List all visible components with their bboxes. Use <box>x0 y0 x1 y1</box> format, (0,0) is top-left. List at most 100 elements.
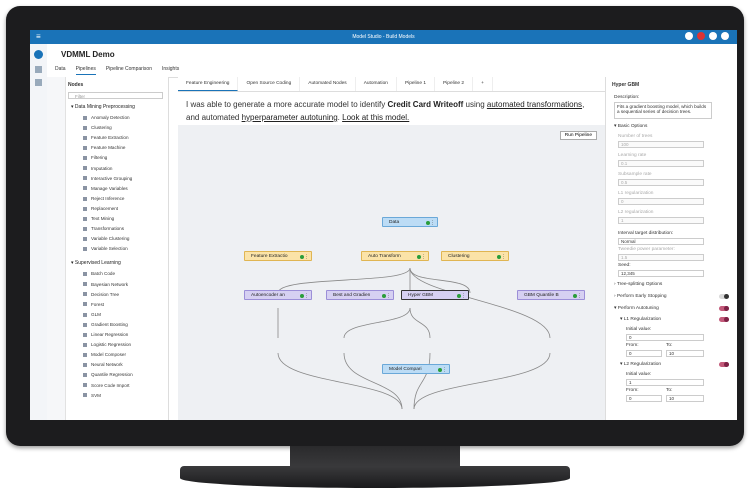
node-list-item[interactable]: Batch Code <box>83 271 115 276</box>
node-list-item[interactable]: Filtering <box>83 155 107 160</box>
menu-icon[interactable]: ≡ <box>36 32 41 41</box>
node-list-item[interactable]: SVM <box>83 393 101 398</box>
pipeline-node-best-and-gradient[interactable]: Best and Gradien⋮ <box>326 290 394 300</box>
annotation-link[interactable]: automated transformations <box>486 100 583 109</box>
add-tab-button[interactable]: + <box>473 77 493 91</box>
node-list-item[interactable]: Text Mining <box>83 216 114 221</box>
node-list-item[interactable]: Gradient Boosting <box>83 322 128 327</box>
node-list-item[interactable]: Bayesian Network <box>83 282 128 287</box>
autotuning-toggle[interactable] <box>719 306 729 311</box>
l1-to-field[interactable]: 10 <box>666 350 704 357</box>
tab-pipelines[interactable]: Pipelines <box>75 66 96 75</box>
node-list-item[interactable]: Replacement <box>83 206 118 211</box>
annotation-link[interactable]: Look at this model. <box>342 113 410 122</box>
tab-automation[interactable]: Automation <box>356 77 397 91</box>
node-list-item[interactable]: Feature Machine <box>83 145 125 150</box>
autotuning-header[interactable]: ▾ Perform Autotuning <box>614 306 659 311</box>
basic-options-header[interactable]: ▾ Basic Options <box>614 124 648 129</box>
node-list-item-label: Variable Clustering <box>91 236 130 242</box>
settings-icon[interactable] <box>721 32 729 40</box>
nodes-search-input[interactable]: Filter <box>68 92 163 99</box>
node-menu-icon[interactable]: ⋮ <box>430 220 435 226</box>
node-list-item[interactable]: Variable Selection <box>83 246 128 251</box>
tab-open-source-coding[interactable]: Open Source Coding <box>238 77 301 91</box>
tab-automated-nodes[interactable]: Automated Nodes <box>300 77 356 91</box>
node-list-item[interactable]: Imputation <box>83 166 112 171</box>
node-menu-icon[interactable]: ⋮ <box>421 254 426 260</box>
pipeline-canvas[interactable]: Run Pipeline <box>178 125 605 420</box>
node-list-item[interactable]: Transformations <box>83 226 124 231</box>
node-list-item[interactable]: Score Code Import <box>83 383 130 388</box>
pipeline-node-gbm-quantile[interactable]: GBM Quantile B⋮ <box>517 290 585 300</box>
l1-regularization-label[interactable]: ▾ L1 Regularization <box>620 317 662 322</box>
pipeline-node-model-comparison[interactable]: Model Compari⋮ <box>382 364 450 374</box>
l2-to-field[interactable]: 10 <box>666 395 704 402</box>
tweedie-field[interactable]: 1.5 <box>618 254 704 261</box>
tab-pipeline-1[interactable]: Pipeline 1 <box>397 77 436 91</box>
node-list-item[interactable]: Logistic Regression <box>83 342 131 347</box>
node-list-item[interactable]: Neural Network <box>83 362 123 367</box>
property-field[interactable]: 1 <box>618 217 704 224</box>
node-group-header[interactable]: ▾ Supervised Learning <box>71 260 121 267</box>
node-list-item[interactable]: Decision Tree <box>83 292 119 297</box>
l2-initial-field[interactable]: 1 <box>626 379 704 386</box>
property-field[interactable]: 100 <box>618 141 704 148</box>
node-menu-icon[interactable]: ⋮ <box>501 254 506 260</box>
property-field[interactable]: 0.5 <box>618 179 704 186</box>
pipeline-node-hyper-gbm[interactable]: Hyper GBM⋮ <box>401 290 469 300</box>
data-icon[interactable] <box>35 66 42 73</box>
interval-target-select[interactable]: Normal <box>618 238 704 245</box>
seed-field[interactable]: 12,345 <box>618 270 704 277</box>
l2-from-field[interactable]: 0 <box>626 395 662 402</box>
tab-pipeline-2[interactable]: Pipeline 2 <box>435 77 474 91</box>
property-field[interactable]: 0 <box>618 198 704 205</box>
early-stopping-toggle[interactable] <box>719 294 729 299</box>
pipeline-node-clustering[interactable]: Clustering⋮ <box>441 251 509 261</box>
pipeline-node-autoencoder[interactable]: Autoencoder an⋮ <box>244 290 312 300</box>
node-list-item-label: Logistic Regression <box>91 342 132 348</box>
node-menu-icon[interactable]: ⋮ <box>461 293 466 299</box>
early-stopping-header[interactable]: › Perform Early Stopping <box>614 294 667 299</box>
user-icon[interactable] <box>709 32 717 40</box>
node-list-item[interactable]: Interactive Grouping <box>83 176 132 181</box>
node-menu-icon[interactable]: ⋮ <box>386 293 391 299</box>
pipeline-node-data[interactable]: Data⋮ <box>382 217 438 227</box>
pipeline-node-feature-extraction[interactable]: Feature Extractio ⋮ <box>244 251 312 261</box>
node-list-item[interactable]: Variable Clustering <box>83 236 129 241</box>
l2-regularization-label[interactable]: ▾ L2 Regularization <box>620 362 662 367</box>
project-icon[interactable] <box>34 50 43 59</box>
node-list-item[interactable]: Feature Extraction <box>83 135 129 140</box>
l1-regularization-toggle[interactable] <box>719 317 729 322</box>
description-textarea[interactable]: Fits a gradient boosting model, which bu… <box>614 102 712 119</box>
node-list-item[interactable]: GLM <box>83 312 101 317</box>
tab-pipeline-comparison[interactable]: Pipeline Comparison <box>105 66 152 72</box>
node-group-header[interactable]: ▾ Data Mining Preprocessing <box>71 104 135 110</box>
node-list-item[interactable]: Anomaly Detection <box>83 115 130 120</box>
node-list-item[interactable]: Clustering <box>83 125 112 130</box>
notification-icon[interactable] <box>697 32 705 40</box>
tab-insights[interactable]: Insights <box>162 66 180 72</box>
node-list-item[interactable]: Forest <box>83 302 104 307</box>
annotation-link[interactable]: hyperparameter autotuning <box>241 113 338 122</box>
node-menu-icon[interactable]: ⋮ <box>442 367 447 373</box>
pipeline-icon[interactable] <box>35 79 42 86</box>
node-list-item[interactable]: Manage Variables <box>83 186 128 191</box>
l2-regularization-toggle[interactable] <box>719 362 729 367</box>
tree-splitting-header[interactable]: › Tree-splitting Options <box>614 282 663 287</box>
run-pipeline-button[interactable]: Run Pipeline <box>559 131 597 140</box>
pipeline-node-auto-transform[interactable]: Auto Transform⋮ <box>361 251 429 261</box>
tab-data[interactable]: Data <box>55 66 66 72</box>
node-menu-icon[interactable]: ⋮ <box>304 293 309 299</box>
node-menu-icon[interactable]: ⋮ <box>577 293 582 299</box>
node-list-item[interactable]: Model Composer <box>83 352 126 357</box>
node-list-item[interactable]: Linear Regression <box>83 332 128 337</box>
l1-initial-field[interactable]: 0 <box>626 334 704 341</box>
node-list-item[interactable]: Quantile Regression <box>83 372 133 377</box>
help-icon[interactable] <box>685 32 693 40</box>
node-label: Feature Extractio <box>251 254 288 259</box>
node-list-item[interactable]: Reject Inference <box>83 196 124 201</box>
node-menu-icon[interactable]: ⋮ <box>304 254 309 260</box>
tab-feature-engineering[interactable]: Feature Engineering <box>178 77 239 91</box>
property-field[interactable]: 0.1 <box>618 160 704 167</box>
l1-from-field[interactable]: 0 <box>626 350 662 357</box>
